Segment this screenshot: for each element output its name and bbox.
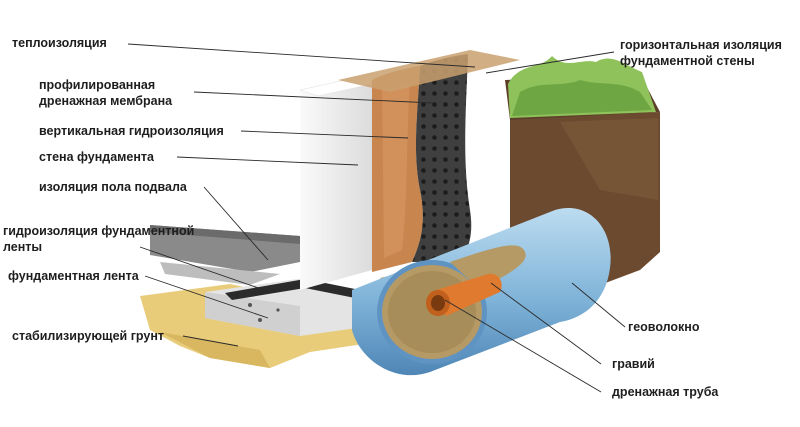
leader-line-strip-footing bbox=[144, 275, 269, 319]
label-strip-footing-waterproofing: гидроизоляция фундаментной ленты bbox=[3, 224, 195, 254]
leader-line-stabilizing-soil bbox=[182, 335, 239, 347]
leader-line-vertical-waterproofing bbox=[240, 130, 409, 139]
label-basement-floor-insulation: изоляция пола подвала bbox=[39, 180, 187, 194]
leader-line-drainage-membrane bbox=[193, 91, 434, 104]
leader-line-basement-floor-insulation bbox=[203, 186, 269, 261]
leader-line-strip-footing-waterproofing bbox=[139, 246, 271, 293]
leader-line-horizontal-insulation bbox=[485, 51, 615, 74]
label-strip-footing: фундаментная лента bbox=[8, 269, 139, 283]
label-thermal-insulation: теплоизоляция bbox=[12, 36, 107, 50]
leader-line-gravel bbox=[490, 282, 602, 365]
leader-line-thermal-insulation bbox=[127, 43, 476, 68]
label-drain-pipe: дренажная труба bbox=[612, 385, 719, 399]
leader-line-drain-pipe bbox=[444, 299, 602, 393]
basement-floor-insulation-shape bbox=[150, 225, 300, 285]
drainage-membrane-shape bbox=[412, 54, 472, 262]
label-horizontal-wall-insulation: горизонтальная изоляция фундаментной сте… bbox=[620, 38, 782, 68]
label-vertical-waterproofing: вертикальная гидроизоляция bbox=[39, 124, 224, 138]
leader-line-foundation-wall bbox=[176, 156, 359, 166]
drain-pipe-shape bbox=[426, 273, 502, 316]
grass bbox=[508, 56, 656, 118]
label-foundation-wall: стена фундамента bbox=[39, 150, 154, 164]
label-drainage-membrane: профилированная дренажная мембрана bbox=[39, 78, 173, 108]
horizontal-insulation-shape bbox=[338, 50, 520, 92]
leader-lines bbox=[127, 43, 626, 393]
label-geotextile: геоволокно bbox=[628, 320, 700, 334]
leader-line-geotextile bbox=[571, 282, 626, 328]
label-stabilizing-soil: стабилизирующей грунт bbox=[12, 329, 165, 343]
label-gravel: гравий bbox=[612, 357, 655, 371]
footing-waterproofing-shape bbox=[225, 279, 400, 306]
